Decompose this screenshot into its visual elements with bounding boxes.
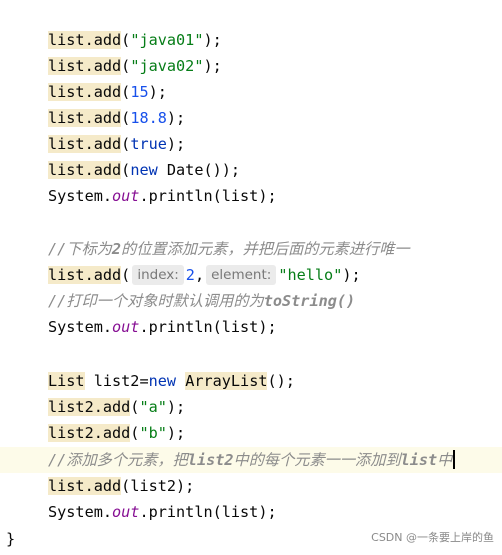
code-text: .println(list); (139, 503, 277, 521)
code-line[interactable]: list2.add("a"); (0, 394, 502, 420)
paren: ( (121, 109, 131, 127)
string-literal: "hello" (278, 266, 343, 284)
method-call: list2.add (48, 398, 131, 416)
string-literal: "b" (139, 424, 167, 442)
comment-text: //添加多个元素，把 (48, 451, 188, 469)
paren: ); (166, 135, 186, 153)
parameter-hint: element: (206, 265, 277, 285)
paren: ); (342, 266, 361, 284)
static-field: out (112, 503, 140, 521)
code-line[interactable]: System.out.println(list); (0, 499, 502, 525)
paren: ); (166, 109, 186, 127)
code-line[interactable]: list.add(new Date()); (0, 157, 502, 183)
code-text: list2= (84, 372, 149, 390)
comment-line[interactable]: //打印一个对象时默认调用的为toString() (0, 288, 502, 314)
comment-text: 中的每个元素一一添加到 (233, 451, 401, 469)
paren: ); (148, 83, 167, 101)
paren: ); (203, 31, 222, 49)
method-call: list.add (48, 57, 122, 75)
paren: ( (121, 57, 131, 75)
method-call: list.add (48, 83, 122, 101)
comma: , (194, 266, 205, 284)
comment-text: //下标为 (48, 240, 112, 258)
method-call: list.add (48, 135, 122, 153)
type-name: List (48, 372, 85, 390)
keyword: new (130, 161, 158, 179)
watermark: CSDN @一条要上岸的鱼 (371, 531, 494, 544)
method-call: list.add (48, 266, 122, 284)
paren: ( (121, 161, 131, 179)
code-text: System. (48, 503, 113, 521)
code-text: .println(list); (139, 318, 277, 336)
comment-text: toString() (263, 292, 356, 310)
paren: ); (176, 477, 195, 495)
code-line[interactable]: list2.add("b"); (0, 420, 502, 446)
comment-text: list2 (187, 451, 234, 469)
paren: ); (166, 398, 186, 416)
number-literal: 2 (185, 266, 195, 284)
method-call: list.add (48, 109, 122, 127)
paren: ( (121, 477, 131, 495)
paren: ( (121, 83, 131, 101)
method-call: list.add (48, 477, 122, 495)
paren: ( (121, 135, 131, 153)
code-line[interactable]: System.out.println(list); (0, 314, 502, 340)
keyword: true (130, 135, 167, 153)
paren: ( (121, 31, 131, 49)
code-line[interactable]: list.add("java01"); (0, 27, 502, 53)
code-line[interactable]: list.add(index:2,element:"hello"); (0, 262, 502, 288)
code-line[interactable]: list.add(list2); (0, 473, 502, 499)
current-comment-line[interactable]: //添加多个元素，把list2中的每个元素一一添加到list中 (0, 447, 502, 473)
comment-text: //打印一个对象时默认调用的为 (48, 292, 264, 310)
code-text: System. (48, 187, 113, 205)
parameter-hint: index: (132, 265, 184, 285)
code-text: System. (48, 318, 113, 336)
code-text: (); (267, 372, 295, 390)
paren: ); (203, 57, 222, 75)
string-literal: "java02" (130, 57, 204, 75)
code-line[interactable]: } (0, 526, 502, 552)
paren: ); (166, 424, 186, 442)
code-line[interactable]: list.add(15); (0, 79, 502, 105)
code-line[interactable]: List list2=new ArrayList(); (0, 368, 502, 394)
closing-brace: } (6, 530, 16, 548)
method-call: list2.add (48, 424, 131, 442)
code-text: list2 (130, 477, 177, 495)
type-name: ArrayList (185, 372, 268, 390)
paren: ( (121, 266, 131, 284)
comment-text: 中 (437, 451, 453, 469)
comment-text: list (400, 451, 438, 469)
string-literal: "java01" (130, 31, 204, 49)
number-literal: 18.8 (130, 109, 167, 127)
code-text: .println(list); (139, 187, 277, 205)
method-call: list.add (48, 31, 122, 49)
paren: ( (130, 398, 140, 416)
static-field: out (112, 187, 140, 205)
comment-text: 2 (111, 240, 122, 258)
comment-line[interactable]: //下标为2的位置添加元素，并把后面的元素进行唯一 (0, 236, 502, 262)
string-literal: "a" (139, 398, 167, 416)
number-literal: 15 (130, 83, 149, 101)
code-line[interactable]: System.out.println(list); (0, 183, 502, 209)
code-text (176, 372, 185, 390)
keyword: new (148, 372, 177, 390)
paren: ( (130, 424, 140, 442)
code-line[interactable]: list.add("java02"); (0, 53, 502, 79)
static-field: out (112, 318, 140, 336)
code-line[interactable]: list.add(18.8); (0, 105, 502, 131)
method-call: list.add (48, 161, 122, 179)
comment-text: 的位置添加元素，并把后面的元素进行唯一 (121, 240, 410, 258)
code-line[interactable]: list.add(true); (0, 131, 502, 157)
text-caret (453, 450, 456, 469)
code-text: Date()); (157, 161, 241, 179)
